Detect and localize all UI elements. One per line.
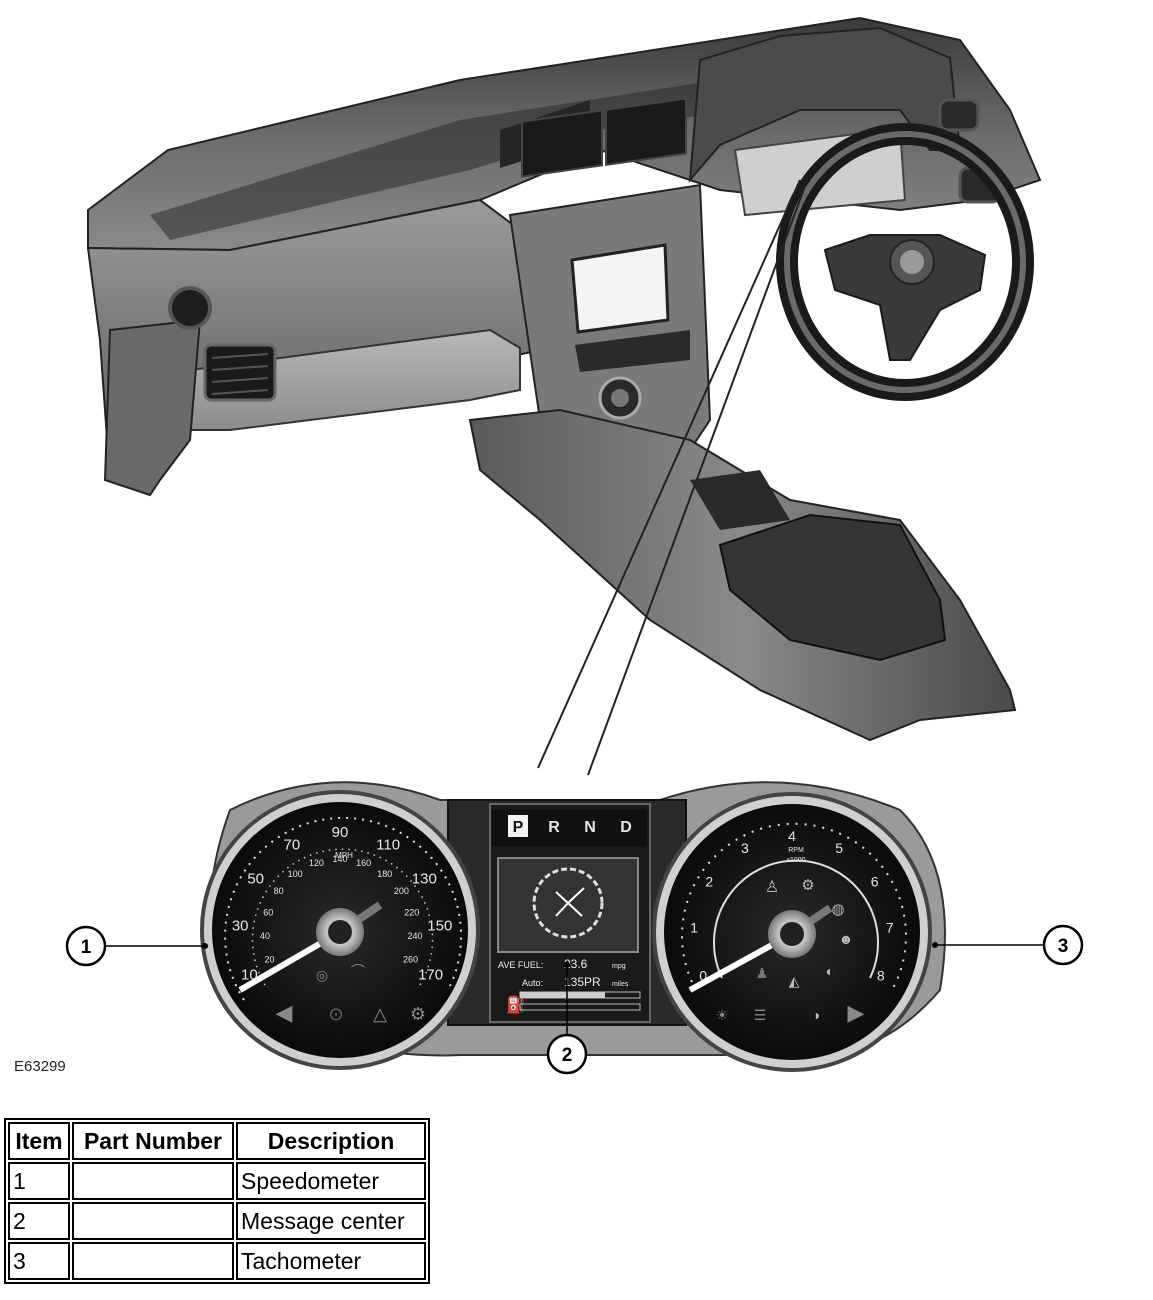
speedo-inner-tick-label: 100 — [288, 869, 303, 879]
speedo-inner-tick-label: 180 — [377, 869, 392, 879]
skid-icon: ◭ — [789, 973, 800, 989]
speedo-inner-tick-label: 260 — [403, 955, 418, 965]
speedo-unit-label: MPH — [335, 851, 353, 860]
speedo-inner-tick-label: 200 — [394, 886, 409, 896]
table-row: 1 Speedometer — [8, 1162, 426, 1200]
right-turn-arrow-icon: ▶ — [848, 1000, 865, 1025]
row-description: Speedometer — [236, 1162, 426, 1200]
gear-label-r: R — [548, 819, 560, 836]
table-header-row: Item Part Number Description — [8, 1122, 426, 1160]
parts-table: Item Part Number Description 1 Speedomet… — [4, 1118, 430, 1284]
tacho-tick-label: 2 — [705, 873, 713, 889]
leader-lines — [537, 179, 806, 776]
speedo-inner-tick-label: 60 — [263, 908, 273, 918]
speedo-outer-tick-label: 130 — [412, 870, 437, 887]
tacho-multiplier-label: x1000 — [786, 857, 805, 864]
header-part-number: Part Number — [72, 1122, 234, 1160]
row-description: Message center — [236, 1202, 426, 1240]
main-beam-icon: ☰ — [754, 1007, 767, 1023]
fuel-pump-icon: ⛽ — [506, 995, 526, 1014]
row-part-number — [72, 1162, 234, 1200]
tacho-tick-label: 3 — [741, 840, 749, 856]
message-line2-value: 135PR — [564, 975, 601, 989]
speedo-inner-tick-label: 80 — [274, 886, 284, 896]
sidelight-icon: ☀ — [716, 1007, 729, 1023]
callouts: 1 2 3 — [65, 924, 1084, 1075]
row-part-number — [72, 1242, 234, 1280]
message-line1-unit: mpg — [612, 963, 626, 970]
speedo-inner-tick-label: 220 — [404, 908, 419, 918]
airbag-warning-icon: ☻ — [839, 931, 854, 947]
fog-light-icon: ◐ — [826, 963, 834, 979]
seatbelt-warning-icon: ♙ — [765, 879, 779, 896]
traction-icon: ♟ — [756, 965, 769, 981]
speedo-inner-tick-label: 140 — [332, 854, 347, 864]
header-item: Item — [8, 1122, 70, 1160]
tacho-tick-label: 1 — [690, 920, 698, 936]
tacho-tick-label: 6 — [871, 873, 879, 889]
speedo-inner-tick-label: 120 — [309, 858, 324, 868]
tire-pressure-icon: ◍ — [831, 901, 844, 918]
engine-fault-icon: ⚙ — [410, 1004, 426, 1024]
speedo-inner-tick-label: 40 — [260, 931, 270, 941]
steering-wheel — [776, 123, 1034, 401]
speedo-inner-tick-label: 20 — [264, 955, 274, 965]
row-item: 3 — [8, 1242, 70, 1280]
tacho-tick-label: 7 — [886, 920, 894, 936]
gear-label-n: N — [584, 819, 596, 836]
tacho-unit-label: RPM — [788, 847, 804, 854]
table-row: 2 Message center — [8, 1202, 426, 1240]
brake-warning-icon: ⊙ — [328, 1004, 343, 1024]
speedo-inner-tick-label: 160 — [356, 858, 371, 868]
speedo-outer-tick-label: 110 — [376, 836, 400, 853]
gear-selected-highlight — [508, 815, 528, 837]
figure-id: E63299 — [14, 1058, 66, 1075]
callout-1: 1 — [81, 937, 92, 958]
speedo-outer-tick-label: 170 — [418, 966, 443, 983]
speedo-outer-tick-label: 90 — [332, 824, 349, 841]
tacho-tick-label: 5 — [835, 840, 843, 856]
callout-3: 3 — [1058, 936, 1069, 957]
gear-label-d: D — [620, 819, 632, 836]
message-line2-unit: miles — [612, 981, 629, 988]
tacho-tick-label: 0 — [699, 967, 707, 983]
engine-warning-icon: ⚙ — [801, 877, 814, 894]
message-line1-value: 23.6 — [564, 957, 588, 971]
left-turn-arrow-icon: ◀ — [276, 1000, 293, 1025]
tacho-tick-label: 8 — [877, 967, 885, 983]
row-description: Tachometer — [236, 1242, 426, 1280]
message-line2-label: Auto: — [522, 978, 543, 988]
header-description: Description — [236, 1122, 426, 1160]
tacho-tick-label: 4 — [788, 828, 796, 844]
speedo-outer-tick-label: 150 — [427, 918, 452, 935]
table-row: 3 Tachometer — [8, 1242, 426, 1280]
stability-control-icon: ⌒ — [351, 963, 365, 979]
row-item: 1 — [8, 1162, 70, 1200]
gear-label-p: P — [513, 819, 524, 836]
message-center: P R N D AVE FUEL: 23.6 mpg Auto: 135PR mile… — [492, 810, 647, 1014]
speedo-outer-tick-label: 30 — [232, 918, 249, 935]
speedo-outer-tick-label: 70 — [284, 836, 301, 853]
rear-fog-icon: ◑ — [812, 1007, 820, 1023]
speedo-inner-tick-label: 240 — [407, 931, 422, 941]
message-line1-label: AVE FUEL: — [498, 960, 543, 970]
speedo-outer-tick-label: 50 — [247, 870, 264, 887]
row-item: 2 — [8, 1202, 70, 1240]
abs-warning-icon: ◎ — [316, 967, 328, 983]
row-part-number — [72, 1202, 234, 1240]
hazard-warning-icon: △ — [373, 1004, 387, 1024]
callout-2: 2 — [562, 1045, 573, 1066]
